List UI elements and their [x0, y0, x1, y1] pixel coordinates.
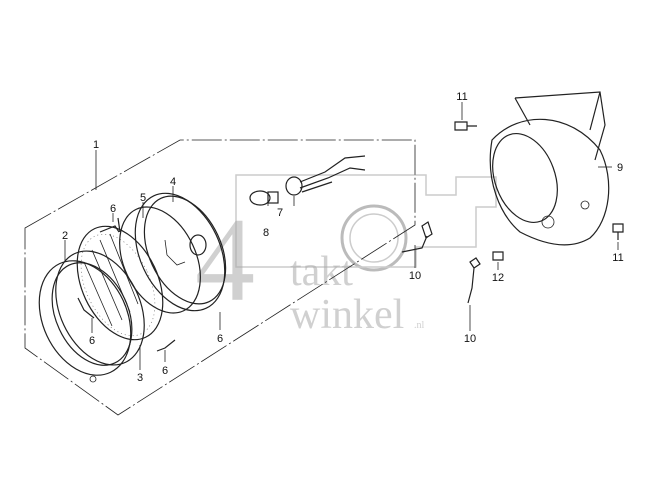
- switch-lead: [467, 257, 481, 304]
- spring-clip: [156, 339, 176, 352]
- callout-6: 6: [217, 333, 223, 345]
- leader-lines: [64, 102, 619, 370]
- callout-10: 10: [409, 270, 421, 282]
- callout-6: 6: [110, 203, 116, 215]
- callout-12: 12: [492, 272, 504, 284]
- bolt: [612, 223, 624, 240]
- assembly-frame: [24, 139, 416, 416]
- callout-11: 11: [456, 91, 467, 103]
- lens-unit: [76, 225, 164, 341]
- callout-8: 8: [263, 227, 269, 239]
- callout-1: 1: [93, 139, 99, 151]
- watermark-suffix: .nl: [414, 320, 425, 331]
- watermark-line1: takt: [290, 249, 353, 295]
- callout-11: 11: [612, 252, 623, 264]
- seal-ring: [119, 206, 201, 314]
- callout-6: 6: [162, 365, 168, 377]
- spring-clip: [77, 297, 95, 319]
- headlight-cover: [489, 91, 610, 246]
- watermark-line2: winkel: [290, 292, 404, 338]
- callout-9: 9: [617, 162, 623, 174]
- bolt: [454, 121, 477, 131]
- reflector-housing: [134, 192, 227, 312]
- callout-2: 2: [62, 230, 68, 242]
- callout-10: 10: [464, 333, 476, 345]
- callout-6: 6: [89, 335, 95, 347]
- callout-4: 4: [170, 176, 176, 188]
- bulb-and-socket: [249, 155, 366, 206]
- callout-3: 3: [137, 372, 143, 384]
- nut: [492, 251, 504, 261]
- callout-5: 5: [140, 192, 146, 204]
- watermark-logo: 4 takt winkel .nl: [195, 174, 497, 338]
- switch-lead: [401, 221, 433, 253]
- spring-clip: [99, 217, 121, 233]
- callout-7: 7: [277, 207, 283, 219]
